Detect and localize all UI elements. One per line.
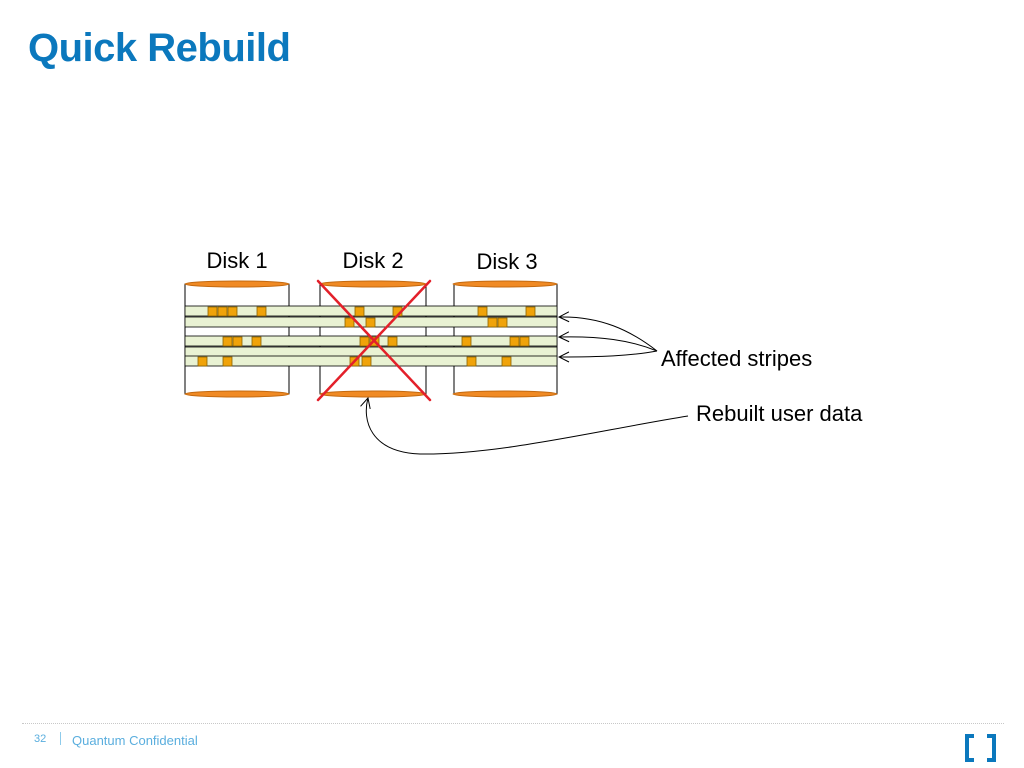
data-block bbox=[501, 356, 512, 367]
footer-separator bbox=[60, 732, 61, 745]
data-block bbox=[359, 336, 370, 347]
data-block bbox=[365, 317, 376, 328]
affected-stripes-label: Affected stripes bbox=[661, 346, 812, 371]
footer-divider bbox=[22, 723, 1004, 724]
data-block bbox=[509, 336, 520, 347]
stripe-band-4 bbox=[184, 346, 558, 358]
arrow-to-stripe-1 bbox=[559, 317, 658, 352]
data-block bbox=[387, 336, 398, 347]
data-block bbox=[487, 317, 498, 328]
data-block bbox=[207, 306, 218, 317]
data-block bbox=[232, 336, 243, 347]
disk-3-bottom-cap bbox=[452, 390, 558, 398]
data-block bbox=[344, 317, 355, 328]
data-block bbox=[227, 306, 238, 317]
disk-1-bottom-cap bbox=[184, 390, 290, 398]
data-blocks bbox=[197, 306, 536, 367]
arrow-to-stripe-2 bbox=[559, 337, 658, 352]
data-block bbox=[525, 306, 536, 317]
data-block bbox=[251, 336, 262, 347]
data-block bbox=[222, 336, 233, 347]
data-block bbox=[497, 317, 508, 328]
arrow-to-stripe-3 bbox=[559, 350, 658, 357]
data-block bbox=[466, 356, 477, 367]
disk-3-top-cap bbox=[452, 280, 558, 288]
disk-2-top-cap bbox=[319, 280, 427, 288]
quantum-logo-icon bbox=[965, 734, 996, 762]
data-block bbox=[256, 306, 267, 317]
disk-2-bottom-cap bbox=[319, 390, 427, 398]
data-block bbox=[477, 306, 488, 317]
data-block bbox=[222, 356, 233, 367]
disk-label-3: Disk 3 bbox=[476, 249, 537, 274]
data-block bbox=[354, 306, 365, 317]
data-block bbox=[461, 336, 472, 347]
disk-label-1: Disk 1 bbox=[206, 248, 267, 273]
stripe-band-1 bbox=[184, 305, 558, 317]
data-block bbox=[217, 306, 228, 317]
failure-cross-icon bbox=[316, 279, 432, 402]
rebuilt-data-arrow bbox=[366, 398, 689, 455]
slide-title: Quick Rebuild bbox=[28, 26, 291, 70]
data-block bbox=[519, 336, 530, 347]
data-block bbox=[361, 356, 372, 367]
rebuilt-user-data-label: Rebuilt user data bbox=[696, 401, 863, 426]
affected-stripes-arrows bbox=[559, 317, 658, 357]
data-block bbox=[197, 356, 208, 367]
disk-label-2: Disk 2 bbox=[342, 248, 403, 273]
disk-1-top-cap bbox=[184, 280, 290, 288]
confidential-label: Quantum Confidential bbox=[72, 733, 198, 748]
page-number: 32 bbox=[34, 733, 47, 745]
